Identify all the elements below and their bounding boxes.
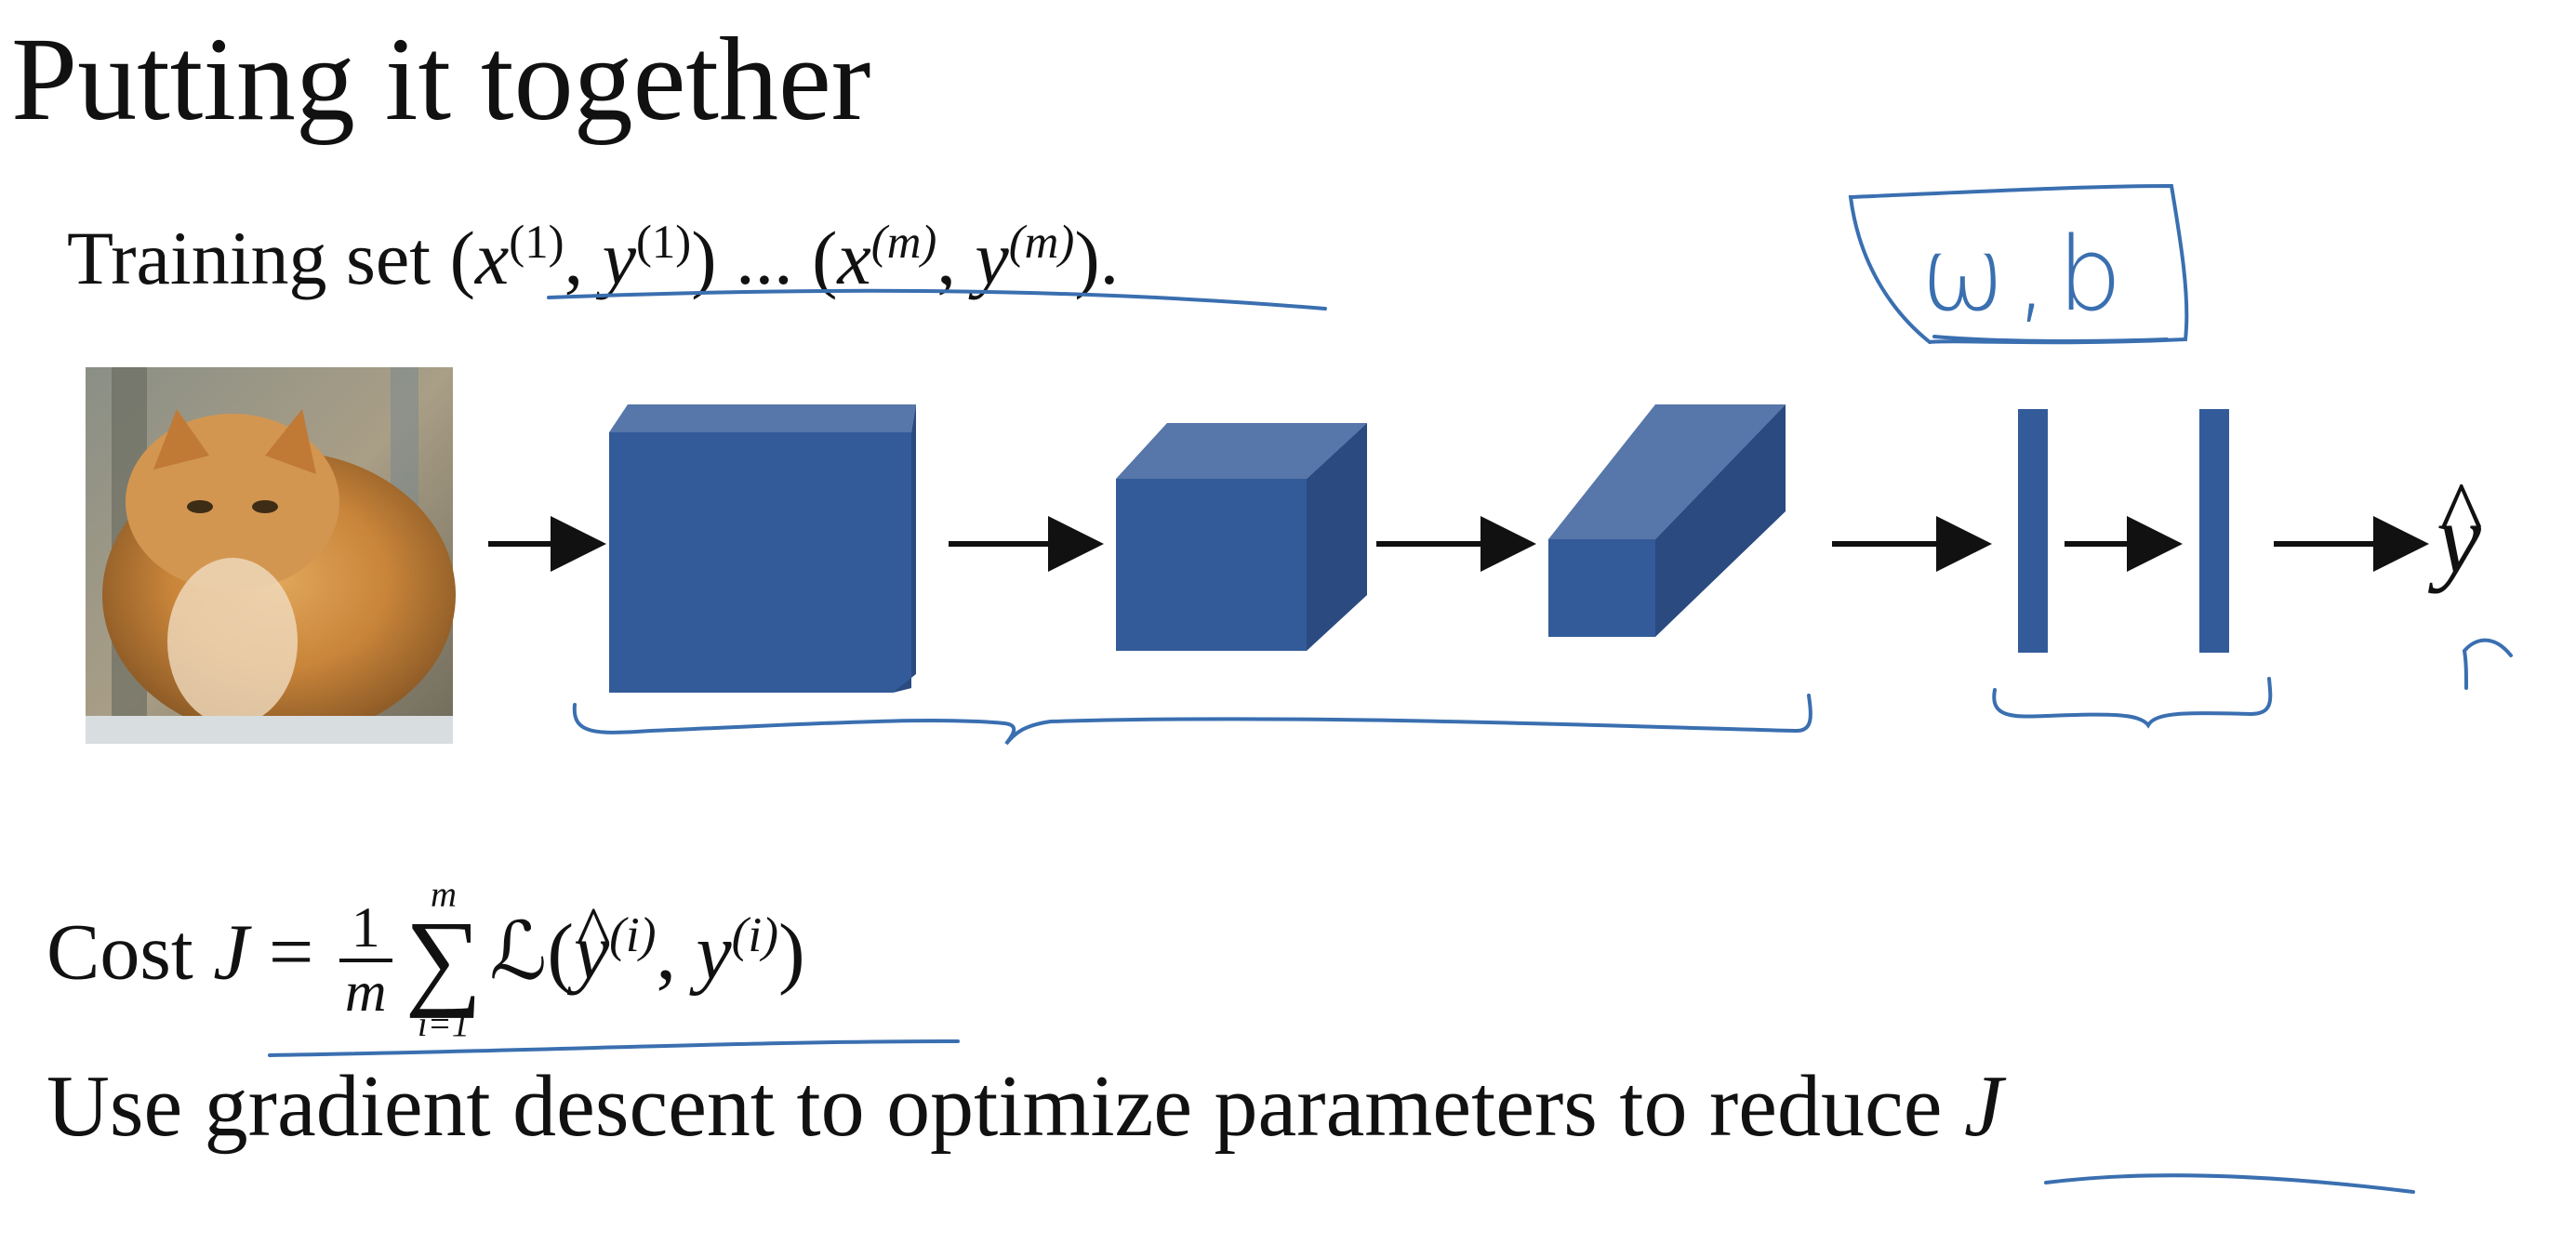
annotation-wb: ω,b bbox=[1920, 215, 2131, 334]
training-set-line: Training set (x(1), y(1)) ... (x(m), y(m… bbox=[67, 191, 1119, 310]
box-wb-underline bbox=[1932, 335, 2169, 343]
conv-block-1 bbox=[609, 404, 916, 693]
brace-conv-layers bbox=[572, 694, 1812, 746]
output-yhat: y bbox=[2437, 458, 2482, 595]
training-set-label: Training set bbox=[67, 215, 432, 300]
conv-block-3 bbox=[1548, 404, 1786, 637]
cost-equation: Cost J = 1mm∑i=1ℒ(y(i), y(i)) bbox=[46, 875, 805, 1044]
slide-title: Putting it together bbox=[11, 13, 871, 145]
gradient-descent-line: Use gradient descent to optimize paramet… bbox=[46, 1058, 2003, 1155]
fc-layer-1 bbox=[2018, 409, 2048, 653]
underline-cost bbox=[268, 1039, 960, 1057]
cat-image bbox=[86, 367, 456, 744]
brace-fc-layers bbox=[1992, 677, 2273, 729]
box-wb bbox=[1848, 183, 2189, 345]
conv-block-2 bbox=[1116, 423, 1367, 651]
arrow-up-yhat bbox=[2462, 638, 2513, 690]
cost-J: J bbox=[213, 906, 249, 997]
underline-reduce bbox=[2044, 1173, 2415, 1194]
training-set-math: (x(1), y(1)) ... (x(m), y(m)). bbox=[449, 215, 1120, 300]
summation: m∑i=1 bbox=[405, 875, 483, 1044]
cost-label: Cost bbox=[46, 906, 193, 997]
fc-layer-2 bbox=[2199, 409, 2229, 653]
underline-training-set bbox=[547, 288, 1327, 311]
